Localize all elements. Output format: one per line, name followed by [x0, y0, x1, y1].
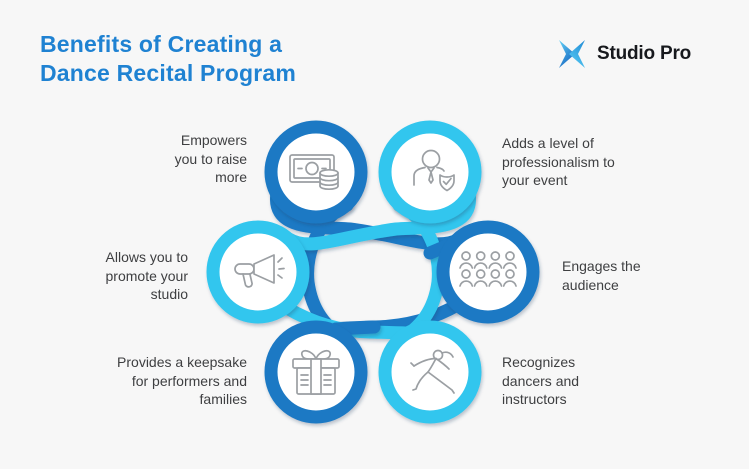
dancer-icon	[410, 349, 455, 394]
benefit-label-professionalism: Adds a level of professionalism to your …	[502, 135, 615, 189]
page-title: Benefits of Creating a Dance Recital Pro…	[40, 30, 370, 89]
studio-pro-logo-text: Studio Pro	[597, 43, 692, 64]
ring-recognize	[378, 320, 482, 424]
money-icon	[289, 154, 339, 191]
benefit-label-raise-more: Empowers you to raise more	[174, 132, 247, 186]
gift-icon	[292, 349, 340, 395]
professional-icon	[413, 149, 455, 192]
ring-engage-audience	[436, 220, 540, 324]
studio-pro-logo-icon	[559, 40, 585, 68]
page-title-line2: Dance Recital Program	[40, 60, 297, 87]
benefit-label-keepsake: Provides a keepsake for performers and f…	[117, 354, 247, 408]
megaphone-icon	[234, 254, 285, 288]
benefit-label-engage-audience: Engages the audience	[562, 258, 641, 293]
audience-icon	[459, 251, 517, 287]
benefit-label-promote-studio: Allows you to promote your studio	[105, 249, 188, 303]
benefit-rings	[206, 120, 540, 424]
page-title-line1: Benefits of Creating a	[40, 31, 283, 57]
benefit-label-recognize: Recognizes dancers and instructors	[502, 354, 580, 408]
studio-pro-logo: Studio Pro	[554, 36, 691, 72]
